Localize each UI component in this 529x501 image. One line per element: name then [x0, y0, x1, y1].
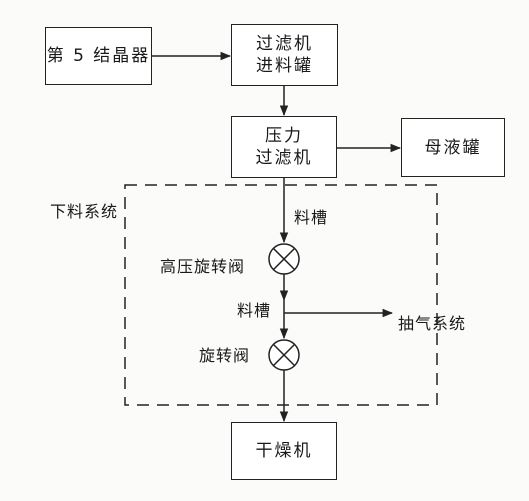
pressure-filter-label-line2: 过滤机 [255, 148, 313, 168]
mother-liquor-tank-label: 母液罐 [424, 137, 482, 158]
pressure-filter-label-line1: 压力 [265, 126, 303, 146]
dryer-label: 干燥机 [255, 441, 313, 461]
filter-feed-tank-label-line2: 进料罐 [256, 56, 313, 76]
discharge-system-label: 下料系统 [50, 202, 119, 221]
crystallizer-label: 第 5 结晶器 [46, 46, 151, 66]
dryer-box: 干燥机 [231, 422, 337, 480]
rotary-valve-label: 旋转阀 [199, 346, 251, 365]
pressure-filter-box: 压力 过滤机 [231, 116, 337, 178]
filter-feed-tank-box: 过滤机 进料罐 [231, 24, 338, 86]
mother-liquor-tank-box: 母液罐 [401, 118, 505, 177]
chute-label-1: 料槽 [294, 208, 329, 227]
high-pressure-rotary-valve-symbol [268, 243, 300, 275]
discharge-system-boundary [124, 184, 438, 406]
rotary-valve-symbol [268, 339, 300, 371]
chute-label-2: 料槽 [237, 301, 272, 320]
high-pressure-rotary-valve-label: 高压旋转阀 [160, 257, 246, 276]
filter-feed-tank-label-line1: 过滤机 [256, 34, 313, 54]
crystallizer-box: 第 5 结晶器 [45, 27, 152, 85]
exhaust-system-label: 抽气系统 [398, 314, 467, 333]
